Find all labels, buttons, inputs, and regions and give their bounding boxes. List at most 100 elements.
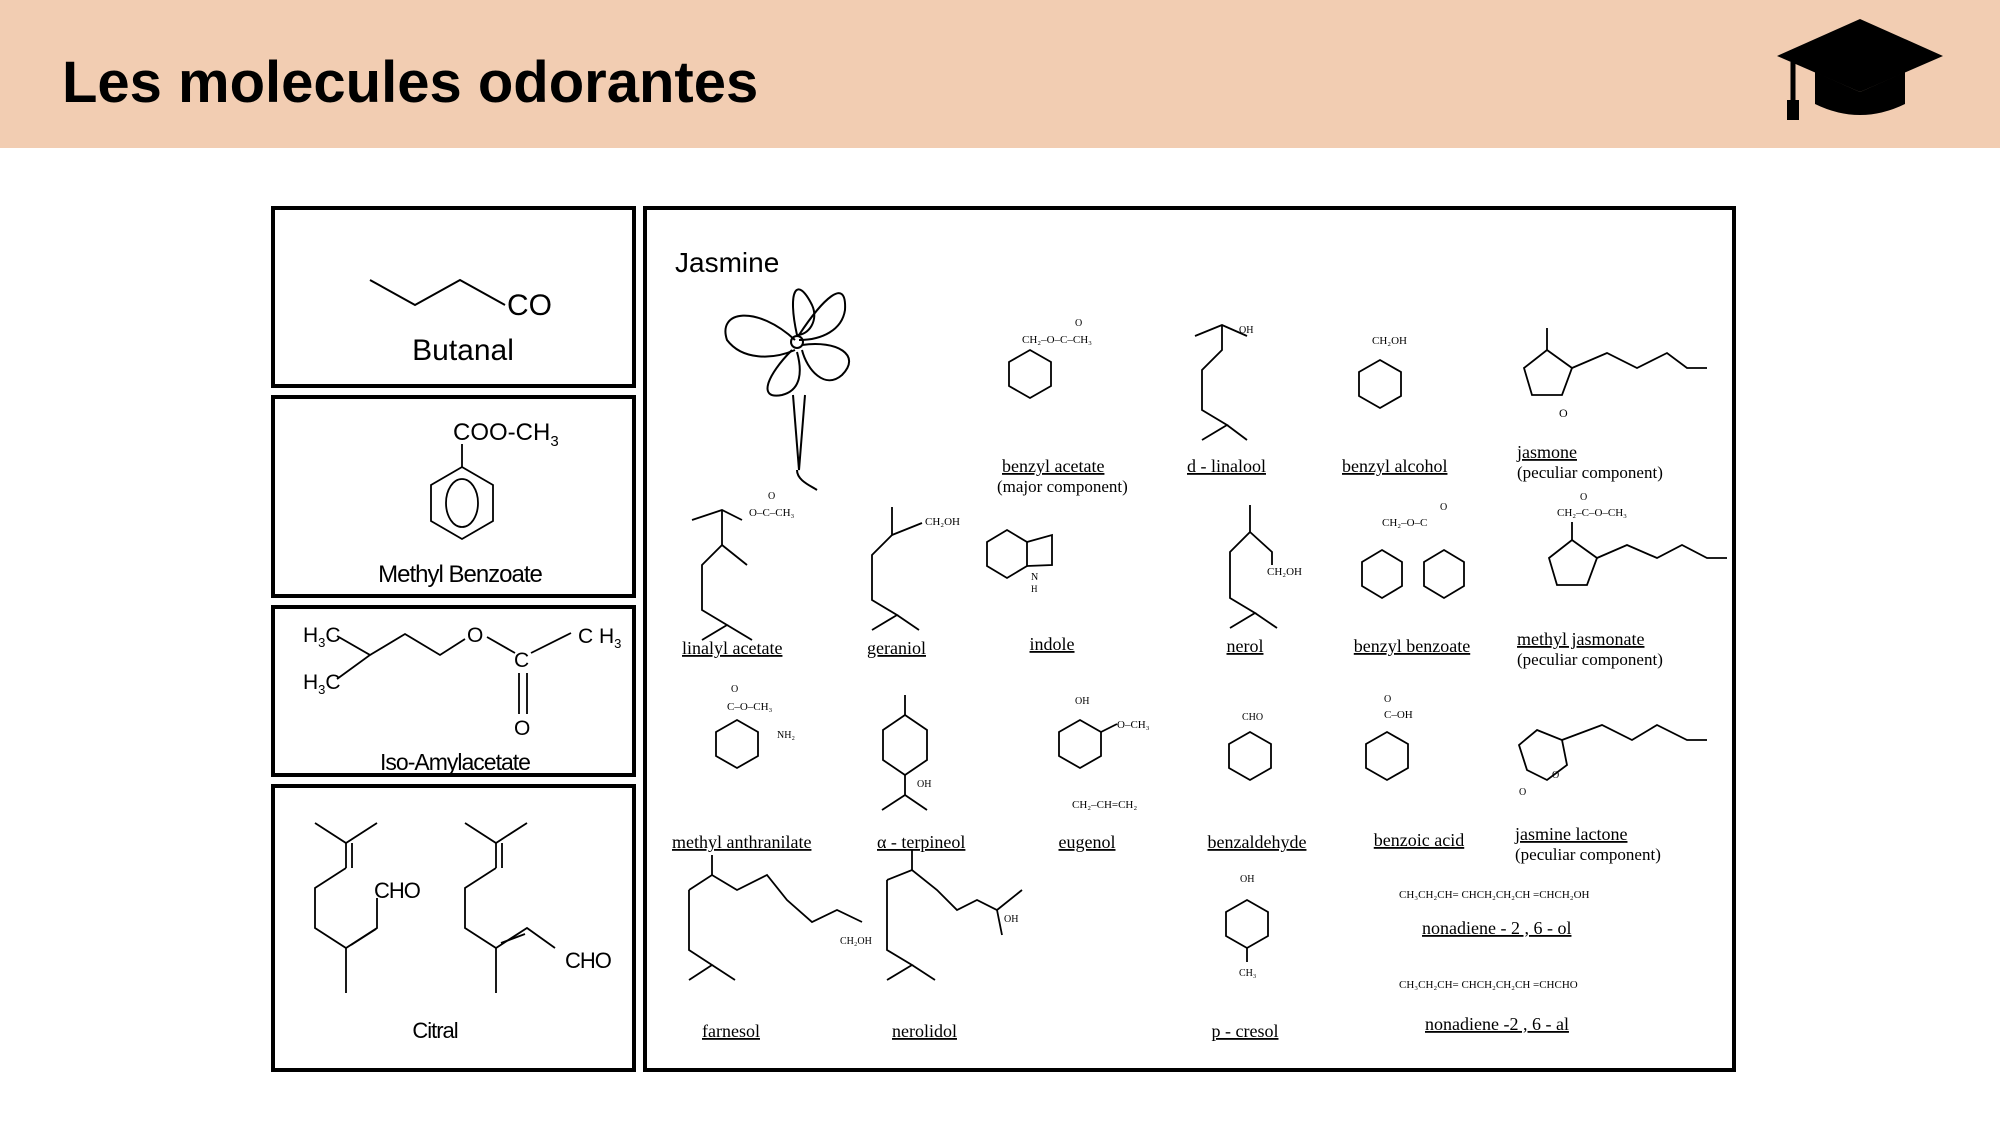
- compound-p-cresol: OH CH₃ p - cresol: [1212, 874, 1279, 1041]
- svg-text:C–OH: C–OH: [1384, 709, 1413, 721]
- compound-indole: N H indole: [986, 528, 1075, 654]
- svg-text:O–CH₃: O–CH₃: [1117, 719, 1150, 731]
- svg-text:CH₂–C–O–CH₃: CH₂–C–O–CH₃: [1557, 507, 1627, 519]
- citral-structure: CHO CHO Citral: [314, 822, 613, 1043]
- svg-text:O: O: [1384, 694, 1391, 705]
- svg-text:methyl jasmonate: methyl jasmonate: [1517, 629, 1644, 649]
- methyl-benzoate-structure: COO-CH3 Methyl Benzoate: [378, 419, 559, 588]
- citral-name: Citral: [412, 1018, 457, 1043]
- butanal-co-label: CO: [507, 289, 552, 322]
- svg-text:nerolidol: nerolidol: [892, 1021, 957, 1041]
- methyl-benzoate-name: Methyl Benzoate: [378, 561, 542, 588]
- svg-text:CH₂–O–C: CH₂–O–C: [1382, 517, 1427, 529]
- svg-text:nonadiene -2 , 6 - al: nonadiene -2 , 6 - al: [1425, 1014, 1569, 1034]
- compound-nonadiene-al: CH₃CH₂CH= CHCH₂CH₂CH =CHCHO nonadiene -2…: [1399, 979, 1578, 1034]
- compound-alpha-terpineol: OH α - terpineol: [877, 695, 965, 852]
- svg-text:O: O: [1440, 502, 1447, 513]
- compound-benzyl-alcohol: CH₂OH benzyl alcohol: [1342, 335, 1447, 476]
- svg-text:O: O: [768, 491, 775, 502]
- compound-farnesol: CH₂OH farnesol: [688, 855, 872, 1041]
- compound-nerol: CH₂OH nerol: [1227, 505, 1302, 656]
- svg-text:OH: OH: [917, 779, 931, 790]
- svg-text:CHO: CHO: [1242, 712, 1263, 723]
- iso-h3c-top: H3C: [303, 624, 341, 650]
- svg-text:CH₂OH: CH₂OH: [925, 516, 960, 528]
- svg-text:O: O: [1519, 787, 1526, 798]
- iso-c-carbonyl: C: [514, 649, 529, 672]
- svg-text:α - terpineol: α - terpineol: [877, 832, 965, 852]
- svg-text:benzaldehyde: benzaldehyde: [1208, 832, 1307, 852]
- compound-jasmine-lactone: O O jasmine lactone (peculiar component): [1514, 723, 1707, 864]
- svg-text:O: O: [1075, 318, 1082, 329]
- iso-o-ester: O: [467, 624, 483, 647]
- svg-text:nerol: nerol: [1227, 636, 1264, 656]
- svg-text:H: H: [1031, 584, 1038, 594]
- svg-text:O: O: [1580, 492, 1587, 503]
- svg-text:(peculiar component): (peculiar component): [1517, 650, 1663, 669]
- iso-amylacetate-name: Iso-Amylacetate: [380, 749, 530, 775]
- compound-geraniol: CH₂OH geraniol: [867, 507, 960, 658]
- svg-text:OH: OH: [1075, 696, 1089, 707]
- svg-text:benzoic acid: benzoic acid: [1374, 830, 1464, 850]
- svg-text:eugenol: eugenol: [1059, 832, 1116, 852]
- svg-text:jasmone: jasmone: [1516, 442, 1577, 462]
- svg-text:benzyl benzoate: benzyl benzoate: [1354, 636, 1470, 656]
- compound-benzoic-acid: O C–OH benzoic acid: [1365, 694, 1464, 850]
- svg-text:O: O: [1552, 770, 1559, 781]
- panel-iso-amylacetate: H3C H3C O C C H3 O Iso-Amylacetate: [271, 605, 636, 777]
- panel-citral: CHO CHO Citral: [271, 784, 636, 1072]
- svg-text:(peculiar component): (peculiar component): [1517, 463, 1663, 482]
- svg-text:CH₂OH: CH₂OH: [840, 936, 872, 947]
- svg-text:benzyl acetate: benzyl acetate: [1002, 456, 1104, 476]
- compound-eugenol: OH O–CH₃ CH₂–CH=CH₂ eugenol: [1058, 696, 1150, 852]
- svg-text:jasmine lactone: jasmine lactone: [1514, 824, 1627, 844]
- compound-benzyl-acetate: O CH₂–O–C–CH₃ benzyl acetate (major comp…: [997, 318, 1128, 496]
- panel-methyl-benzoate: COO-CH3 Methyl Benzoate: [271, 395, 636, 598]
- svg-text:OH: OH: [1240, 874, 1254, 885]
- svg-text:p - cresol: p - cresol: [1212, 1021, 1279, 1041]
- svg-text:O–C–CH₃: O–C–CH₃: [749, 507, 795, 519]
- methyl-benzoate-group: COO-CH3: [453, 419, 559, 450]
- svg-text:CH₃: CH₃: [1239, 968, 1256, 979]
- iso-amylacetate-structure: H3C H3C O C C H3 O Iso-Amylacetate: [303, 624, 621, 775]
- citral-cho-b: CHO: [565, 948, 612, 973]
- compound-jasmone: O jasmone (peculiar component): [1516, 328, 1707, 482]
- jasmine-figure: Jasmine O CH₂–O–C–CH₃ benzyl acetate (ma…: [672, 247, 1727, 1041]
- svg-text:O: O: [1559, 406, 1568, 420]
- svg-text:NH₂: NH₂: [777, 730, 795, 741]
- iso-h3c-bottom: H3C: [303, 671, 341, 697]
- svg-text:CH₃CH₂CH= CHCH₂CH₂CH =CHCHO: CH₃CH₂CH= CHCH₂CH₂CH =CHCHO: [1399, 979, 1578, 991]
- iso-o-double: O: [514, 717, 530, 740]
- svg-text:farnesol: farnesol: [702, 1021, 760, 1041]
- svg-text:N: N: [1031, 572, 1038, 583]
- svg-text:benzyl alcohol: benzyl alcohol: [1342, 456, 1447, 476]
- svg-text:OH: OH: [1239, 325, 1253, 336]
- svg-text:geraniol: geraniol: [867, 638, 926, 658]
- butanal-name: Butanal: [412, 334, 514, 367]
- iso-ch3: C H3: [578, 625, 621, 651]
- graduation-cap-icon: [1777, 19, 1943, 120]
- svg-text:O: O: [731, 684, 738, 695]
- svg-text:CH₂OH: CH₂OH: [1267, 566, 1302, 578]
- citral-cho-a: CHO: [374, 878, 421, 903]
- compound-nonadiene-ol: CH₃CH₂CH= CHCH₂CH₂CH =CHCH₂OH nonadiene …: [1399, 889, 1590, 938]
- svg-text:CH₂–O–C–CH₃: CH₂–O–C–CH₃: [1022, 334, 1092, 346]
- svg-text:CH₂OH: CH₂OH: [1372, 335, 1407, 347]
- compound-benzyl-benzoate: O CH₂–O–C benzyl benzoate: [1354, 502, 1470, 656]
- compound-d-linalool: OH d - linalool: [1187, 324, 1266, 476]
- header-bar: Les molecules odorantes: [0, 0, 2000, 148]
- svg-text:methyl anthranilate: methyl anthranilate: [672, 832, 811, 852]
- butanal-structure: CO Butanal: [369, 278, 552, 367]
- page-title: Les molecules odorantes: [62, 50, 759, 115]
- compound-linalyl-acetate: O O–C–CH₃ linalyl acetate: [682, 491, 795, 658]
- svg-text:(major component): (major component): [997, 477, 1128, 496]
- svg-text:nonadiene - 2 , 6 - ol: nonadiene - 2 , 6 - ol: [1422, 918, 1571, 938]
- panel-jasmine: Jasmine O CH₂–O–C–CH₃ benzyl acetate (ma…: [643, 206, 1736, 1072]
- svg-text:(peculiar component): (peculiar component): [1515, 845, 1661, 864]
- jasmine-title: Jasmine: [675, 247, 779, 278]
- svg-text:OH: OH: [1004, 914, 1018, 925]
- svg-text:linalyl acetate: linalyl acetate: [682, 638, 782, 658]
- compound-methyl-jasmonate: O CH₂–C–O–CH₃ methyl jasmonate (peculiar…: [1517, 492, 1727, 669]
- compound-nerolidol: OH nerolidol: [886, 850, 1023, 1041]
- compound-benzaldehyde: CHO benzaldehyde: [1208, 712, 1307, 852]
